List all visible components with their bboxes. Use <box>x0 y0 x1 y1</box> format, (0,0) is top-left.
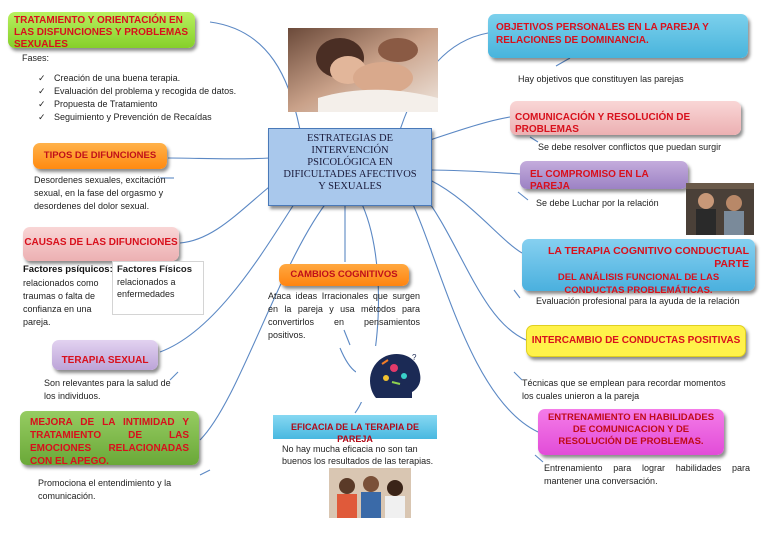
node-objetivos[interactable]: OBJETIVOS PERSONALES EN LA PAREJA Y RELA… <box>488 14 748 58</box>
node-intercambio[interactable]: INTERCAMBIO DE CONDUCTAS POSITIVAS <box>526 325 746 357</box>
eficacia-text: No hay mucha eficacia no son tan buenos … <box>282 444 434 466</box>
link-cambios-text <box>343 329 351 346</box>
link-tipos <box>167 157 271 160</box>
fase-item: Propuesta de Tratamiento <box>38 98 258 111</box>
node-terapia-cc[interactable]: LA TERAPIA COGNITIVO CONDUCTUAL PARTE DE… <box>522 239 755 296</box>
link-causas <box>179 177 281 244</box>
terapia-sexual-title: TERAPIA SEXUAL <box>61 355 149 366</box>
center-title: ESTRATEGIAS DE INTERVENCIÓN PSICOLÓGICA … <box>283 133 417 192</box>
link-mejora <box>199 197 331 441</box>
objetivos-text: Hay objetivos que constituyen las pareja… <box>518 74 684 84</box>
node-comunicacion[interactable]: COMUNICACIÓN Y RESOLUCIÓN DE PROBLEMAS <box>510 101 741 135</box>
link-terapia-sexual-text <box>169 371 179 381</box>
node-entrenamiento[interactable]: ENTRENAMIENTO EN HABILIDADES DE COMUNICA… <box>538 409 724 455</box>
link-terapia-cc <box>429 179 523 254</box>
sad-couple-photo <box>686 183 754 235</box>
tipos-text: Desordenes sexuales, excitación sexual, … <box>34 175 166 211</box>
terapia-cc-title-line1: LA TERAPIA COGNITIVO CONDUCTUAL PARTE <box>547 245 749 270</box>
compromiso-title: EL COMPROMISO EN LA PAREJA <box>530 169 649 192</box>
fase-item: Seguimiento y Prevención de Recaídas <box>38 111 258 124</box>
factores-fisicos-box: Factores Físicos relacionados a enfermed… <box>112 261 204 315</box>
brain-illustration: ? <box>356 346 436 402</box>
factores-fisicos-text: relacionados a enfermedades <box>117 277 176 299</box>
link-compromiso-text <box>517 191 529 201</box>
terapia-cc-text: Evaluación profesional para la ayuda de … <box>536 296 740 306</box>
compromiso-text: Se debe Luchar por la relación <box>536 198 659 208</box>
link-intercambio-text <box>513 371 523 381</box>
node-tipos[interactable]: TIPOS DE DIFUNCIONES <box>33 143 167 169</box>
node-tratamiento[interactable]: TRATAMIENTO Y ORIENTACIÓN EN LAS DISFUNC… <box>8 12 195 50</box>
link-entrenamiento <box>409 197 539 433</box>
cambios-title: CAMBIOS COGNITIVOS <box>290 269 398 280</box>
couple-photo <box>288 28 438 112</box>
link-comunicacion-text <box>529 136 539 143</box>
intercambio-title: INTERCAMBIO DE CONDUCTAS POSITIVAS <box>531 335 741 346</box>
intercambio-text: Técnicas que se emplean para recordar mo… <box>522 378 726 401</box>
tratamiento-title: TRATAMIENTO Y ORIENTACIÓN EN LAS DISFUNC… <box>14 15 189 50</box>
fases-list: Creación de una buena terapia. Evaluació… <box>38 72 258 124</box>
therapy-group-photo <box>329 468 411 518</box>
comunicacion-title: COMUNICACIÓN Y RESOLUCIÓN DE PROBLEMAS <box>515 112 691 135</box>
link-intercambio <box>419 189 527 341</box>
node-terapia-sexual[interactable]: TERAPIA SEXUAL <box>52 340 158 370</box>
tipos-title: TIPOS DE DIFUNCIONES <box>43 150 157 161</box>
link-mejora-text <box>199 469 211 476</box>
link-terapia-sexual <box>159 194 301 353</box>
eficacia-title: EFICACIA DE LA TERAPIA DE PAREJA <box>290 422 419 444</box>
entrenamiento-title: ENTRENAMIENTO EN HABILIDADES DE COMUNICA… <box>547 412 715 447</box>
link-entrenamiento-text <box>534 454 544 463</box>
objetivos-title: OBJETIVOS PERSONALES EN LA PAREJA Y RELA… <box>496 22 709 46</box>
node-cambios[interactable]: CAMBIOS COGNITIVOS <box>279 264 409 286</box>
causas-title: CAUSAS DE LAS DIFUNCIONES <box>24 237 178 248</box>
node-eficacia[interactable]: EFICACIA DE LA TERAPIA DE PAREJA <box>273 415 437 444</box>
mejora-title: MEJORA DE LA INTIMIDAD Y TRATAMIENTO DE … <box>30 417 189 467</box>
node-causas[interactable]: CAUSAS DE LAS DIFUNCIONES <box>23 227 179 261</box>
link-objetivos-text <box>555 57 571 67</box>
link-terapia-cc-text <box>513 289 521 299</box>
entrenamiento-text: Entrenamiento para lograr habilidades pa… <box>544 463 750 486</box>
center-topic[interactable]: ESTRATEGIAS DE INTERVENCIÓN PSICOLÓGICA … <box>268 128 432 206</box>
fase-item: Evaluación del problema y recogida de da… <box>38 85 258 98</box>
terapia-cc-title-line2: DEL ANÁLISIS FUNCIONAL DE LAS CONDUCTAS … <box>557 272 720 296</box>
terapia-sexual-text: Son relevantes para la salud de los indi… <box>44 378 171 401</box>
link-compromiso <box>429 169 521 175</box>
factores-psiquicos-text: relacionados como traumas o falta de con… <box>23 278 99 327</box>
fases-label: Fases: <box>22 53 50 63</box>
link-brain <box>339 347 357 373</box>
mejora-text: Promociona el entendimiento y la comunic… <box>38 478 172 501</box>
node-compromiso[interactable]: EL COMPROMISO EN LA PAREJA <box>520 161 688 192</box>
link-tratamiento <box>209 21 301 131</box>
comunicacion-text: Se debe resolver conflictos que puedan s… <box>538 142 722 152</box>
link-comunicacion <box>429 116 511 141</box>
factores-fisicos-title: Factores Físicos <box>117 264 192 275</box>
fase-item: Creación de una buena terapia. <box>38 72 258 85</box>
factores-psiquicos-title: Factores psíquicos: <box>23 264 113 275</box>
node-mejora[interactable]: MEJORA DE LA INTIMIDAD Y TRATAMIENTO DE … <box>20 411 199 467</box>
cambios-text: Ataca ideas Irracionales que surgen en l… <box>268 291 420 340</box>
svg-text:?: ? <box>412 353 417 362</box>
